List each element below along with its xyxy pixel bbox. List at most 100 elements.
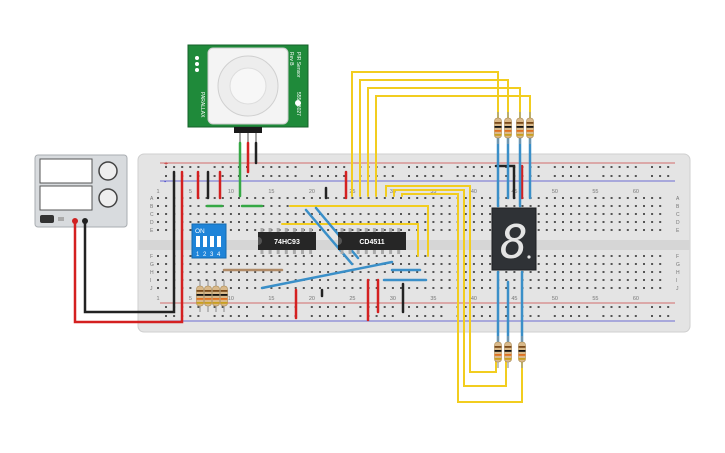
- psu-power-switch[interactable]: [40, 215, 54, 223]
- pir-sensor[interactable]: PIR Sensor Rev B 555-28027 PARALLAX: [187, 44, 309, 143]
- dip-toggle-3[interactable]: [210, 236, 214, 247]
- wire-yellow[interactable]: [289, 205, 429, 257]
- resistor-band: [204, 294, 212, 296]
- breadboard-hole: [634, 221, 637, 223]
- chip-label-decoder: CD4511: [359, 239, 384, 246]
- rail-hole: [586, 175, 589, 177]
- breadboard-hole: [626, 271, 629, 273]
- dip-toggle-1[interactable]: [196, 236, 200, 247]
- chip-pin: [268, 250, 272, 254]
- wire-yellow[interactable]: [385, 185, 497, 373]
- wire-yellow[interactable]: [281, 223, 419, 257]
- breadboard-hole: [157, 263, 159, 265]
- wire-yellow[interactable]: [359, 79, 509, 197]
- rail-hole: [181, 166, 184, 168]
- rail-hole: [408, 166, 410, 168]
- breadboard-hole: [286, 205, 289, 207]
- resistor-band: [204, 290, 212, 292]
- wire-blue[interactable]: [304, 208, 354, 266]
- breadboard-hole: [383, 197, 386, 199]
- wire-yellow[interactable]: [401, 193, 523, 403]
- rail-hole: [537, 166, 540, 168]
- breadboard-hole: [448, 279, 451, 281]
- breadboard-hole: [286, 255, 289, 257]
- breadboard-hole: [553, 271, 556, 273]
- rail-hole: [634, 166, 637, 168]
- pir-header: [234, 127, 262, 133]
- rail-hole: [391, 175, 394, 177]
- resistor[interactable]: [212, 280, 220, 312]
- breadboard-hole: [270, 271, 273, 273]
- resistor[interactable]: [518, 336, 526, 368]
- resistor[interactable]: [494, 336, 502, 368]
- resistor[interactable]: [516, 112, 524, 144]
- breadboard-hole: [327, 287, 330, 289]
- breadboard-hole: [586, 197, 589, 199]
- breadboard-hole: [513, 287, 516, 289]
- seven-segment-display[interactable]: 8: [491, 207, 537, 271]
- rail-hole: [270, 306, 273, 308]
- breadboard-hole: [594, 287, 597, 289]
- breadboard-hole: [586, 287, 589, 289]
- psu-current-knob[interactable]: [98, 188, 118, 208]
- chip-pin: [381, 228, 384, 232]
- wire-yellow[interactable]: [375, 95, 531, 197]
- breadboard-hole: [278, 205, 281, 207]
- breadboard-hole: [643, 213, 645, 215]
- rail-hole: [659, 166, 662, 168]
- rail-hole: [327, 315, 329, 317]
- dip-toggle-2[interactable]: [203, 236, 207, 247]
- rail-hole: [651, 166, 653, 168]
- resistor[interactable]: [526, 112, 534, 144]
- breadboard[interactable]: 1155101015152020252530303535404045455050…: [137, 153, 691, 333]
- wire-psu-negative[interactable]: [83, 170, 176, 314]
- breadboard-hole: [319, 287, 321, 289]
- resistor[interactable]: [504, 336, 512, 368]
- rail-hole: [408, 315, 410, 317]
- breadboard-hole: [205, 263, 208, 265]
- dip-switch[interactable]: ON 1 2 3 4: [191, 223, 227, 259]
- wire-display-gnd[interactable]: [494, 164, 516, 200]
- breadboard-hole: [197, 271, 200, 273]
- power-supply[interactable]: [34, 154, 128, 228]
- rail-hole: [456, 175, 459, 177]
- breadboard-hole: [586, 255, 589, 257]
- breadboard-hole: [545, 221, 548, 223]
- dip-toggle-4[interactable]: [217, 236, 221, 247]
- breadboard-hole: [578, 263, 581, 265]
- breadboard-hole: [359, 255, 362, 257]
- breadboard-hole: [286, 263, 289, 265]
- breadboard-hole: [643, 205, 645, 207]
- rail-hole: [383, 166, 386, 168]
- wire-yellow[interactable]: [367, 87, 521, 197]
- breadboard-hole: [578, 271, 581, 273]
- resistor[interactable]: [196, 280, 204, 312]
- resistor[interactable]: [504, 112, 512, 144]
- rail-hole: [464, 315, 467, 317]
- row-label: H: [676, 270, 680, 276]
- wire-blue[interactable]: [260, 260, 394, 290]
- resistor-band: [196, 302, 204, 304]
- wire-psu-positive[interactable]: [73, 170, 184, 324]
- pir-marking-text: PARALLAX: [199, 92, 205, 118]
- rail-hole: [651, 175, 653, 177]
- chip-cd4511[interactable]: CD4511: [338, 228, 406, 254]
- chip-74hc93[interactable]: 74HC93: [258, 228, 316, 254]
- breadboard-hole: [343, 229, 346, 231]
- breadboard-hole: [157, 221, 159, 223]
- psu-voltage-knob[interactable]: [98, 161, 118, 181]
- breadboard-hole: [310, 213, 313, 215]
- breadboard-hole: [472, 279, 475, 281]
- wire-yellow[interactable]: [393, 189, 507, 387]
- chip-pin: [260, 250, 264, 254]
- resistor[interactable]: [220, 280, 228, 312]
- resistor[interactable]: [494, 112, 502, 144]
- chip-pin: [301, 228, 304, 232]
- breadboard-hole: [659, 221, 662, 223]
- pir-jumper-pin: [195, 68, 199, 72]
- breadboard-hole: [375, 221, 378, 223]
- breadboard-hole: [351, 279, 354, 281]
- breadboard-hole: [432, 213, 435, 215]
- dip-number-1: 1: [196, 252, 200, 258]
- resistor[interactable]: [204, 280, 212, 312]
